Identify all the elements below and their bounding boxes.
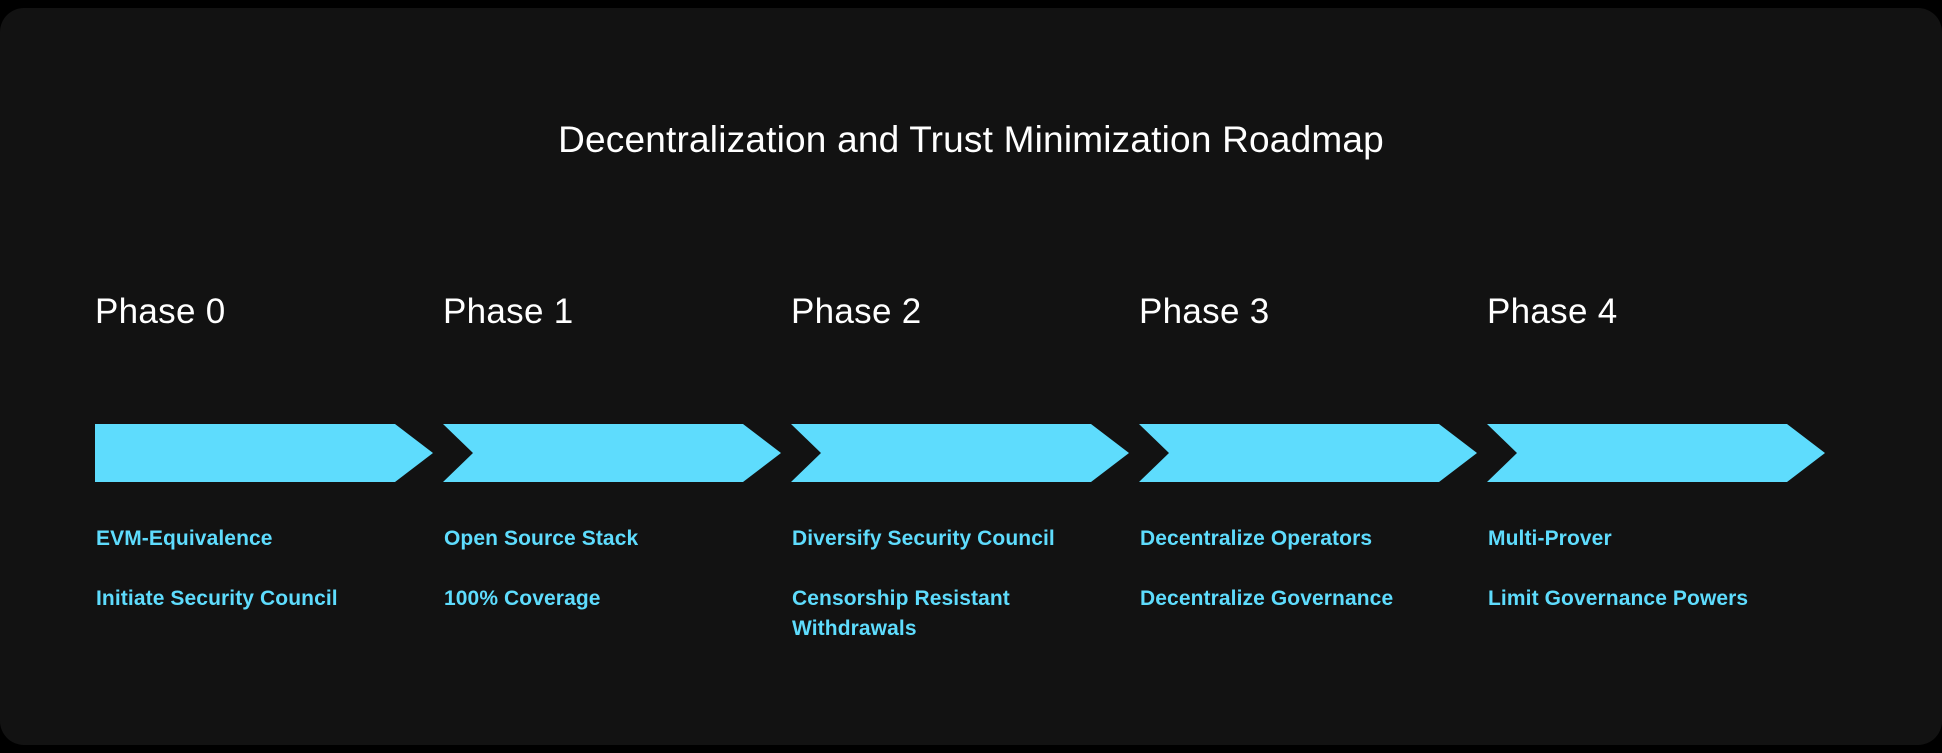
- phase-label-2: Phase 2: [791, 292, 922, 331]
- phase-items-4: Multi-Prover Limit Governance Powers: [1488, 524, 1818, 614]
- page-title: Decentralization and Trust Minimization …: [558, 119, 1384, 160]
- phase-arrow-0: [95, 416, 433, 490]
- phase-arrow-4: [1487, 416, 1825, 490]
- phase-grid: Phase 0 EVM-Equivalence Initiate Securit…: [95, 8, 1855, 745]
- phase-items-1: Open Source Stack 100% Coverage: [444, 524, 774, 614]
- phase-item: Decentralize Governance: [1140, 587, 1394, 610]
- phase-label-3: Phase 3: [1139, 292, 1270, 331]
- phase-item: Censorship Resistant Withdrawals: [792, 587, 1010, 640]
- phase-column-3: Phase 3 Decentralize Operators Decentral…: [1139, 8, 1487, 745]
- phase-item: 100% Coverage: [444, 587, 601, 610]
- phase-items-3: Decentralize Operators Decentralize Gove…: [1140, 524, 1470, 614]
- phase-item: Decentralize Operators: [1140, 527, 1373, 550]
- roadmap-card: Decentralization and Trust Minimization …: [0, 8, 1942, 745]
- phase-item: Open Source Stack: [444, 527, 639, 550]
- phase-item: Multi-Prover: [1488, 527, 1612, 550]
- phase-item: Limit Governance Powers: [1488, 587, 1749, 610]
- phase-items-0: EVM-Equivalence Initiate Security Counci…: [96, 524, 426, 614]
- phase-items-2: Diversify Security Council Censorship Re…: [792, 524, 1122, 644]
- phase-arrow-1: [443, 416, 781, 490]
- phase-item: EVM-Equivalence: [96, 527, 273, 550]
- phase-item: Diversify Security Council: [792, 527, 1055, 550]
- phase-label-4: Phase 4: [1487, 292, 1618, 331]
- phase-label-0: Phase 0: [95, 292, 226, 331]
- phase-column-0: Phase 0 EVM-Equivalence Initiate Securit…: [95, 8, 443, 745]
- phase-label-1: Phase 1: [443, 292, 574, 331]
- phase-column-1: Phase 1 Open Source Stack 100% Coverage: [443, 8, 791, 745]
- phase-column-2: Phase 2 Diversify Security Council Censo…: [791, 8, 1139, 745]
- phase-column-4: Phase 4 Multi-Prover Limit Governance Po…: [1487, 8, 1835, 745]
- phase-arrow-3: [1139, 416, 1477, 490]
- phase-item: Initiate Security Council: [96, 587, 338, 610]
- phase-arrow-2: [791, 416, 1129, 490]
